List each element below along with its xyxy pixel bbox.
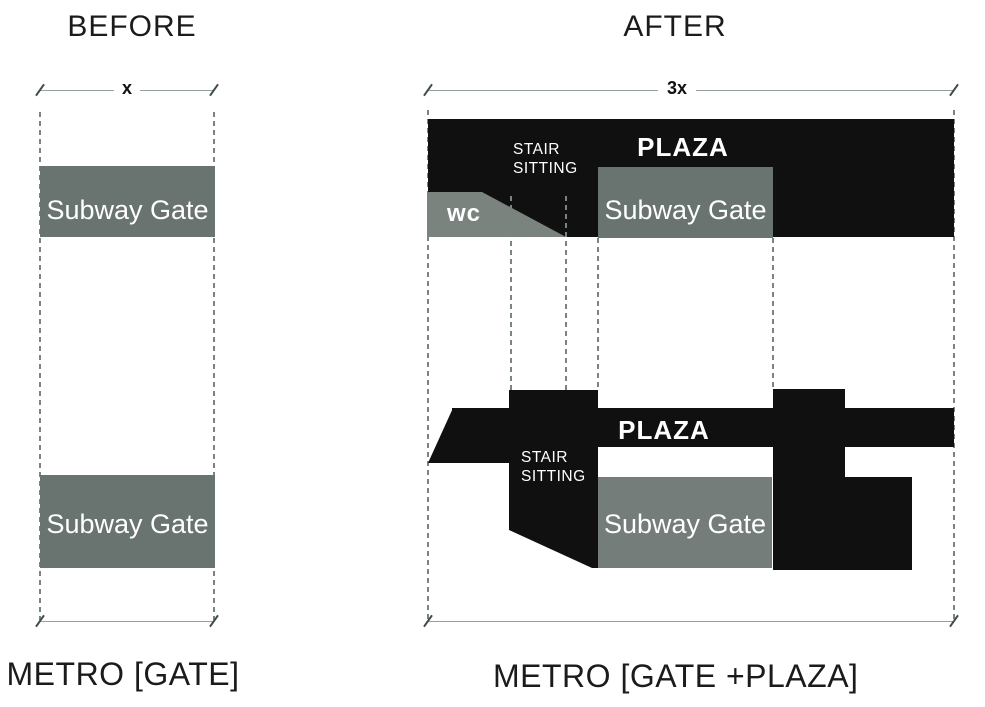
after-guide-right: [953, 110, 955, 620]
before-caption: METRO [GATE]: [6, 656, 240, 692]
before-dim-line-right: [140, 90, 214, 91]
stair-line: STAIR: [521, 449, 568, 466]
subway-gate-label: Subway Gate: [603, 509, 767, 539]
sitting-line: SITTING: [521, 468, 586, 485]
after-upper-subway-gate: Subway Gate: [598, 167, 773, 238]
subway-gate-label: Subway Gate: [46, 509, 209, 539]
after-lower-subway-gate: Subway Gate: [598, 477, 772, 568]
plaza-band-left-tip: [428, 408, 510, 463]
lower-plaza-label: PLAZA: [618, 415, 710, 445]
after-guide-inner-2: [565, 196, 567, 390]
before-title: BEFORE: [67, 10, 197, 43]
before-dim-line-left: [40, 90, 114, 91]
wc-area-shape: [427, 192, 566, 237]
wc-label: wc: [447, 200, 482, 227]
before-dim-label: x: [121, 78, 132, 98]
upper-plaza-label: PLAZA: [637, 132, 729, 162]
after-guide-inner-4: [772, 238, 774, 389]
after-dim-line-right: [696, 90, 954, 91]
before-subway-gate-bottom: Subway Gate: [40, 475, 215, 568]
subway-gate-label: Subway Gate: [604, 195, 767, 225]
lower-right-vertical-block: [773, 389, 845, 570]
before-subway-gate-top: Subway Gate: [40, 166, 215, 237]
stair-line: STAIR: [513, 141, 560, 158]
before-guide-right: [213, 112, 215, 620]
after-guide-inner-1: [510, 196, 512, 390]
before-guide-left: [39, 112, 41, 620]
after-dim-label: 3x: [666, 78, 688, 98]
upper-stair-sitting-label: STAIR SITTING: [513, 140, 578, 178]
lower-stair-sitting-label: STAIR SITTING: [521, 448, 586, 486]
after-caption: METRO [GATE +PLAZA]: [493, 658, 859, 694]
after-dim-line-left: [428, 90, 658, 91]
after-title: AFTER: [623, 10, 727, 43]
lower-right-lower-block: [845, 477, 912, 570]
after-guide-left: [427, 110, 429, 620]
after-bottom-dim-line: [428, 621, 954, 622]
lower-stair-sitting-block: [509, 390, 598, 568]
sitting-line: SITTING: [513, 160, 578, 177]
subway-gate-label: Subway Gate: [46, 195, 209, 225]
before-bottom-dim-line: [40, 621, 214, 622]
after-guide-inner-3: [597, 238, 599, 390]
